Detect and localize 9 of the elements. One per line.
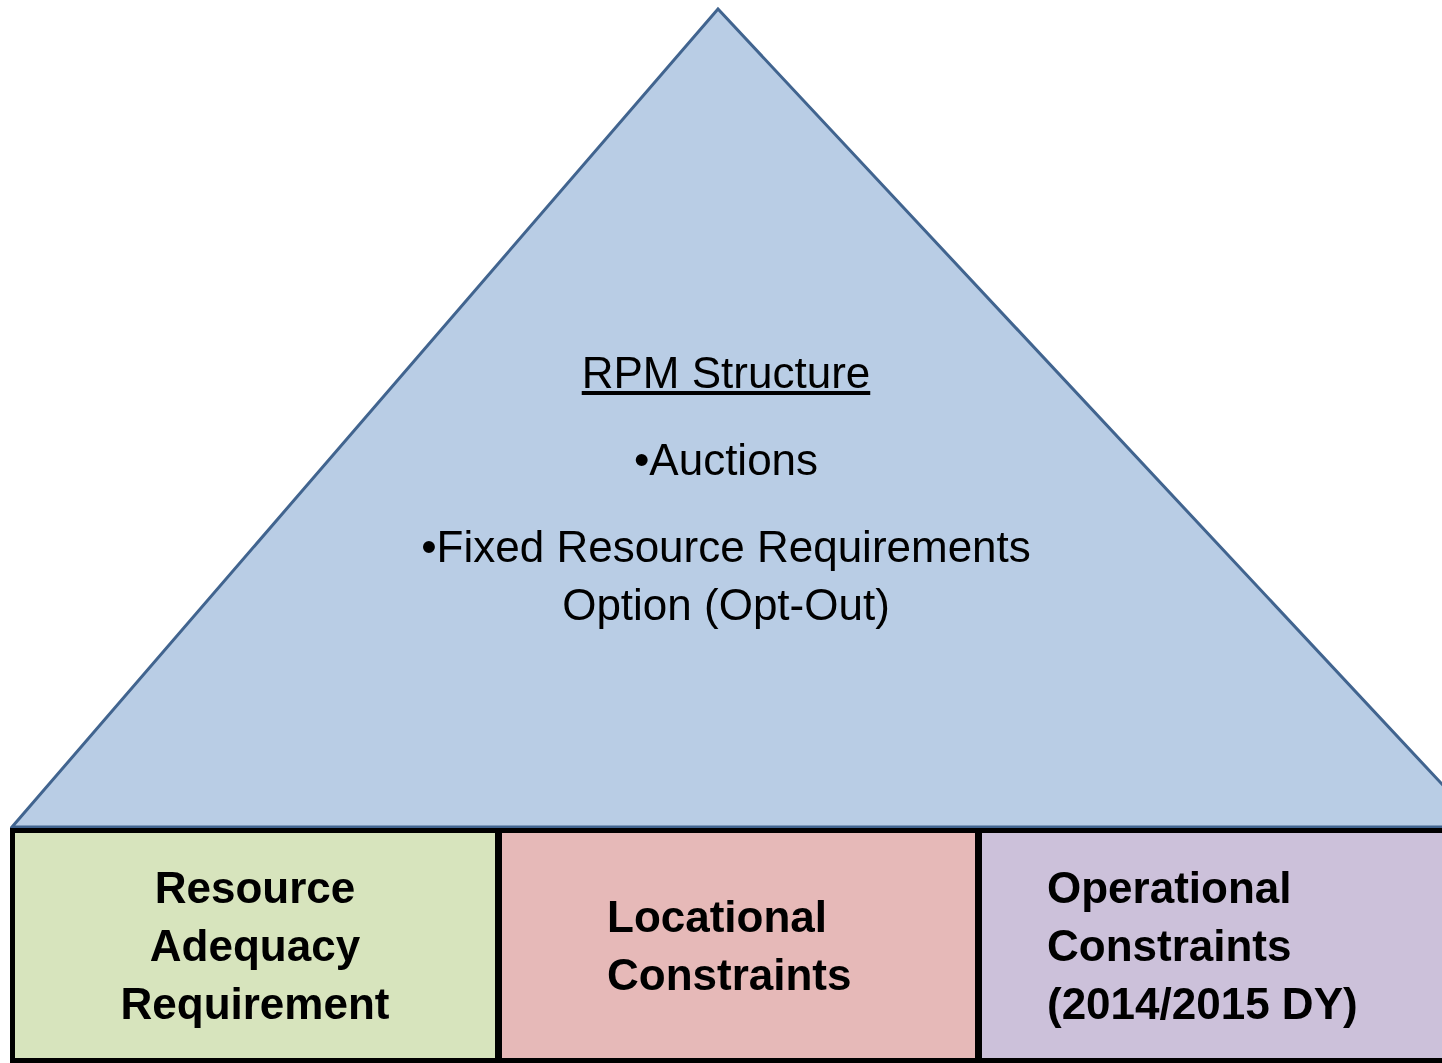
category-box <box>977 828 1442 1063</box>
category-box <box>10 828 500 1063</box>
heading-text: RPM Structure <box>581 347 871 399</box>
bullet-text: •Auctions <box>633 434 819 486</box>
category-box <box>497 828 980 1063</box>
bullet-text: •Fixed Resource Requirements Option (Opt-Out) <box>420 521 1032 631</box>
box-label: Locational Constraints <box>607 890 853 1001</box>
box-label: Resource Adequacy Requirement <box>119 861 391 1030</box>
box-label: Operational Constraints (2014/2015 DY) <box>1047 861 1359 1030</box>
